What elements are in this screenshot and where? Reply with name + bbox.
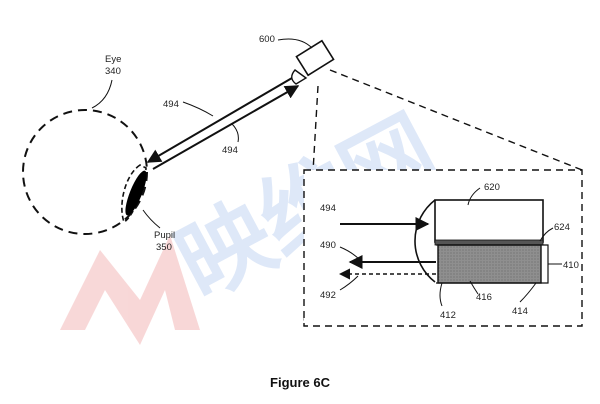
pupil <box>125 170 147 216</box>
top-block <box>434 199 544 243</box>
eye-name-label: Eye <box>105 54 121 65</box>
thin-layer-leader <box>539 227 554 242</box>
device <box>291 39 335 85</box>
beam-lower-label: 494 <box>222 145 238 156</box>
inset-out-dashed-label: 492 <box>320 290 336 301</box>
beam-line-outgoing <box>146 77 293 163</box>
bottom-left-leader <box>439 282 443 307</box>
device-label: 600 <box>259 34 275 45</box>
inset-out-dashed-leader <box>339 275 359 291</box>
sensor-label: 416 <box>476 292 492 303</box>
eye-number-label: 340 <box>105 66 121 77</box>
top-block-leader <box>467 187 481 206</box>
top-block-label: 620 <box>484 182 500 193</box>
sensor-block <box>437 244 542 284</box>
beam-line-return <box>152 85 300 170</box>
bottom-left-label: 412 <box>440 310 456 321</box>
eye-leader <box>91 79 113 109</box>
pupil-leader <box>142 209 161 229</box>
bottom-right-leader <box>519 282 537 303</box>
beam-upper-label: 494 <box>163 99 179 110</box>
bottom-right-label: 414 <box>512 306 528 317</box>
module-label: 410 <box>563 260 579 271</box>
beam-lower-leader <box>231 123 239 143</box>
device-leader <box>277 38 313 49</box>
watermark-logo <box>60 235 200 345</box>
inset-in-label: 494 <box>320 203 336 214</box>
eye-circle <box>22 109 148 235</box>
thin-layer <box>434 239 544 246</box>
pupil-name-label: Pupil <box>154 230 175 241</box>
sensor-leader <box>469 280 479 295</box>
thin-layer-label: 624 <box>554 222 570 233</box>
zoom-line-upper <box>329 69 583 171</box>
beam-upper-leader <box>182 101 214 117</box>
inset-out-solid-label: 490 <box>320 240 336 251</box>
figure-caption: Figure 6C <box>270 375 331 390</box>
inset-out-solid-leader <box>339 246 361 261</box>
pupil-number-label: 350 <box>156 242 172 253</box>
